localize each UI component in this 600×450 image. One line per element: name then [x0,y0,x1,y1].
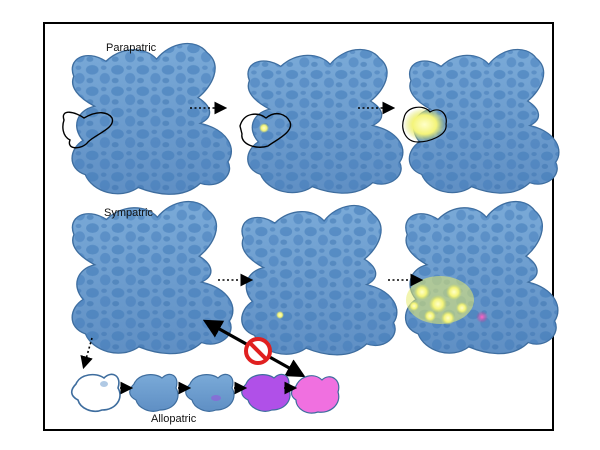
sympatric-region-2 [241,204,398,356]
isolated-population-stage-5 [290,375,340,414]
blocked-gene-flow [202,319,306,378]
sympatric-row: Sympatric [71,200,559,356]
parapatric-label: Parapatric [106,42,157,54]
sympatric-region-1 [71,200,234,355]
parapatric-niche-outline-2 [239,112,292,148]
sympatric-label: Sympatric [104,207,153,219]
parapatric-niche-outline-1 [62,111,114,149]
isolated-population-stage-2 [129,373,179,412]
figure-frame [43,22,554,431]
allopatric-row: Allopatric [70,373,340,425]
new-population-spot-small [276,311,284,319]
parapatric-region-1 [71,42,233,195]
parapatric-region-2 [247,48,404,194]
divergent-population-spot [476,311,488,323]
new-population-spot-small [259,123,269,133]
isolated-population-stage-4 [241,373,291,412]
parapatric-row: Parapatric [62,42,560,195]
new-population-expanded [402,106,447,143]
isolated-population-stage-1 [70,373,121,413]
dotted-arrow-icon [80,337,93,370]
no-symbol-icon [244,337,272,365]
allopatric-label: Allopatric [151,413,197,425]
isolated-population-stage-3 [185,373,235,412]
new-population-cluster [406,276,474,325]
